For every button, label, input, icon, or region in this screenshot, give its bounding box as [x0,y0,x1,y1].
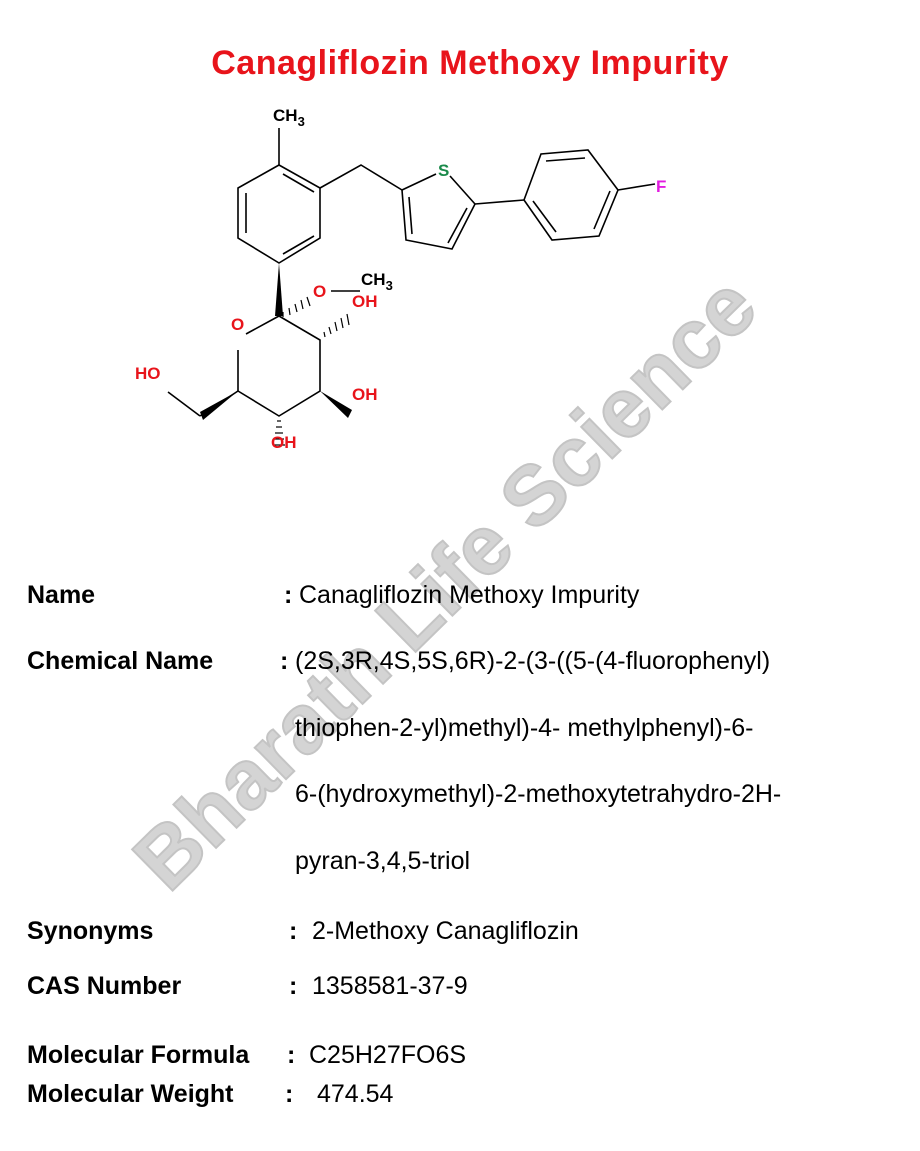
chemical-name-line-3: 6-(hydroxymethyl)-2-methoxytetrahydro-2H… [295,780,782,808]
cas-value: 1358581-37-9 [312,972,468,1000]
atom-methoxy-ch3: CH3 [361,270,393,293]
synonyms-label: Synonyms [27,917,154,945]
atom-fluorine: F [656,177,666,196]
chemical-name-line-2: thiophen-2-yl)methyl)-4- methylphenyl)-6… [295,714,754,742]
cas-label: CAS Number [27,972,182,1000]
atom-methoxy-oxygen: O [313,282,326,301]
colon: : [289,917,298,945]
colon: : [280,647,289,675]
weight-value: 474.54 [317,1080,394,1108]
chemical-name-label: Chemical Name [27,647,214,675]
colon: : [289,972,298,1000]
colon: : [287,1041,296,1069]
colon: : [284,581,293,609]
formula-label: Molecular Formula [27,1041,250,1069]
name-label: Name [27,581,96,609]
atom-oh-c5: OH [271,433,297,452]
atom-ch3-top: CH3 [273,106,305,129]
atom-oh-c4: OH [352,385,378,404]
atom-ho-ch2: HO [135,364,161,383]
atom-ring-oxygen: O [231,315,244,334]
formula-value: C25H27FO6S [309,1041,467,1069]
colon: : [285,1080,294,1108]
bonds [167,128,656,417]
name-value: Canagliflozin Methoxy Impurity [299,581,640,609]
page-title: Canagliflozin Methoxy Impurity [211,44,729,82]
atom-sulfur: S [438,161,449,180]
atom-oh-c3: OH [352,292,378,311]
synonyms-value: 2-Methoxy Canagliflozin [312,917,579,945]
chemical-name-line-1: (2S,3R,4S,5S,6R)-2-(3-((5-(4-fluoropheny… [295,647,771,675]
chemical-name-line-4: pyran-3,4,5-triol [295,847,471,875]
stereo-bonds [200,263,352,446]
weight-label: Molecular Weight [27,1080,234,1108]
chemical-structure: CH3 S F O CH3 O OH OH OH HO [135,106,666,452]
